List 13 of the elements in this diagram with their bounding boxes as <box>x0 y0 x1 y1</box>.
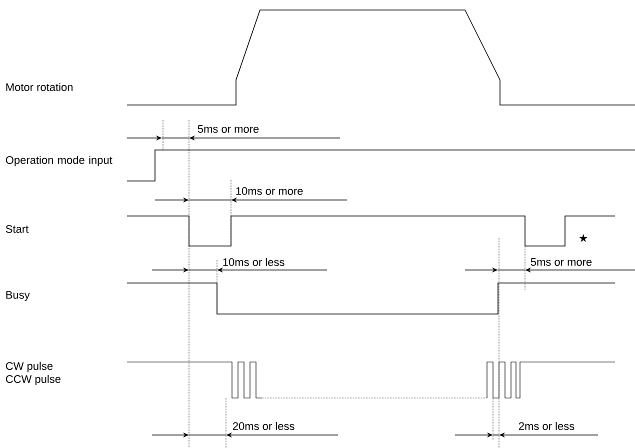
signal-label: CW pulse <box>6 362 53 372</box>
timing-label: 20ms or less <box>232 422 294 430</box>
timing-label: 10ms or more <box>236 187 303 195</box>
signal-label: CCW pulse <box>6 374 61 386</box>
timing-label: 5ms or more <box>530 258 592 266</box>
signal-label: Busy <box>6 291 30 301</box>
signal-label: Operation mode input <box>6 156 112 166</box>
timing-label: 5ms or more <box>198 125 259 133</box>
timing-label: 2ms or less <box>518 422 574 430</box>
signal-label: Start <box>6 225 29 233</box>
star-mark: ★ <box>579 234 588 242</box>
timing-label: 10ms or less <box>223 258 284 266</box>
signal-label: Motor rotation <box>6 82 73 92</box>
